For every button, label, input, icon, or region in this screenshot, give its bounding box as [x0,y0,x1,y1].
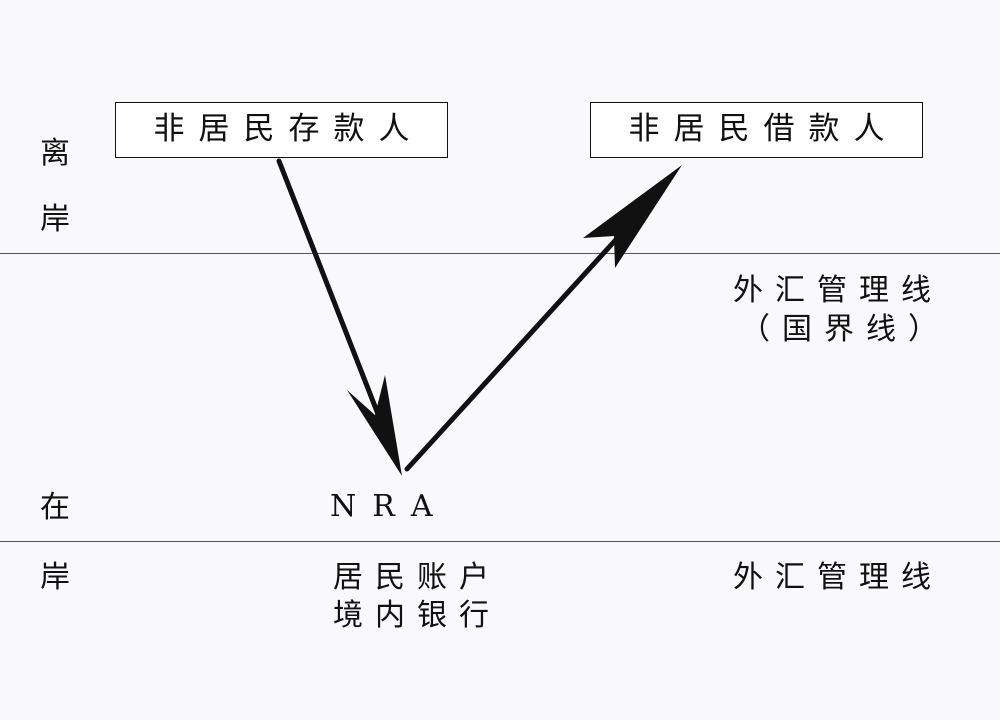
zone-offshore-char2: 岸 [40,202,70,237]
node-nra: NRA [330,489,449,524]
fx-line-upper-sublabel: （国界线） [740,312,950,347]
fx-management-line-upper [0,253,1000,254]
fx-management-line-lower [0,541,1000,542]
arrowhead-into-nra [347,375,402,476]
arrow-nra-to-borrower [404,219,635,472]
node-bank-line2: 境内银行 [333,598,501,633]
arrowhead-into-borrower [583,165,682,268]
node-nonresident-depositor: 非居民存款人 [115,102,448,158]
arrow-depositor-to-nra [276,158,388,435]
node-bank-line1: 居民账户 [333,560,501,595]
node-nonresident-borrower: 非居民借款人 [590,102,923,158]
zone-offshore-char1: 离 [40,136,70,171]
zone-onshore-char1: 在 [40,490,70,525]
fx-line-upper-label: 外汇管理线 [733,273,943,308]
fx-line-lower-label: 外汇管理线 [733,560,943,595]
zone-onshore-char2: 岸 [40,560,70,595]
